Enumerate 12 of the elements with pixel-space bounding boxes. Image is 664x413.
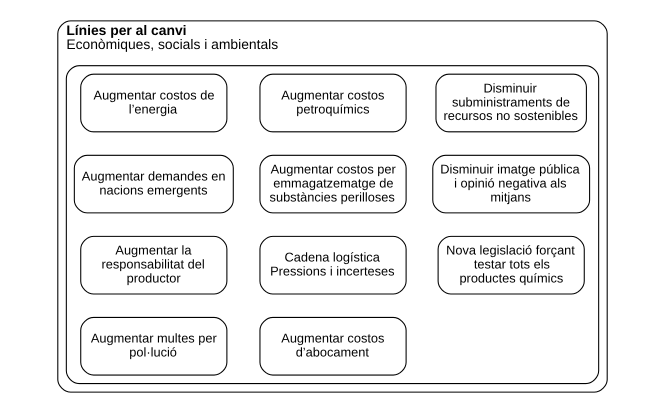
node-box: Augmentar la responsabilitat del productor — [80, 236, 227, 294]
node-box: Disminuir imatge pública i opinió negativa als mitjans — [432, 154, 590, 214]
node-box: Augmentar costos petroquímics — [258, 74, 406, 132]
node-box: Augmentar costos de l’energia — [80, 74, 227, 132]
node-box: Augmentar costos d’abocament — [258, 316, 406, 376]
cluster — [65, 65, 599, 384]
node-box: Disminuir subministraments de recursos no sostenibles — [434, 74, 586, 132]
node-box: Augmentar costos per emmagatzematge de substàncies perilloses — [258, 154, 406, 214]
node-box: Nova legislació forçant testar tots els productes químics — [437, 236, 584, 294]
node-box: Cadena logística Pressions i incerteses — [258, 236, 406, 294]
node-box: Augmentar demandes en nacions emergents — [73, 154, 234, 214]
node-box: Augmentar multes per pol·lució — [80, 316, 227, 376]
